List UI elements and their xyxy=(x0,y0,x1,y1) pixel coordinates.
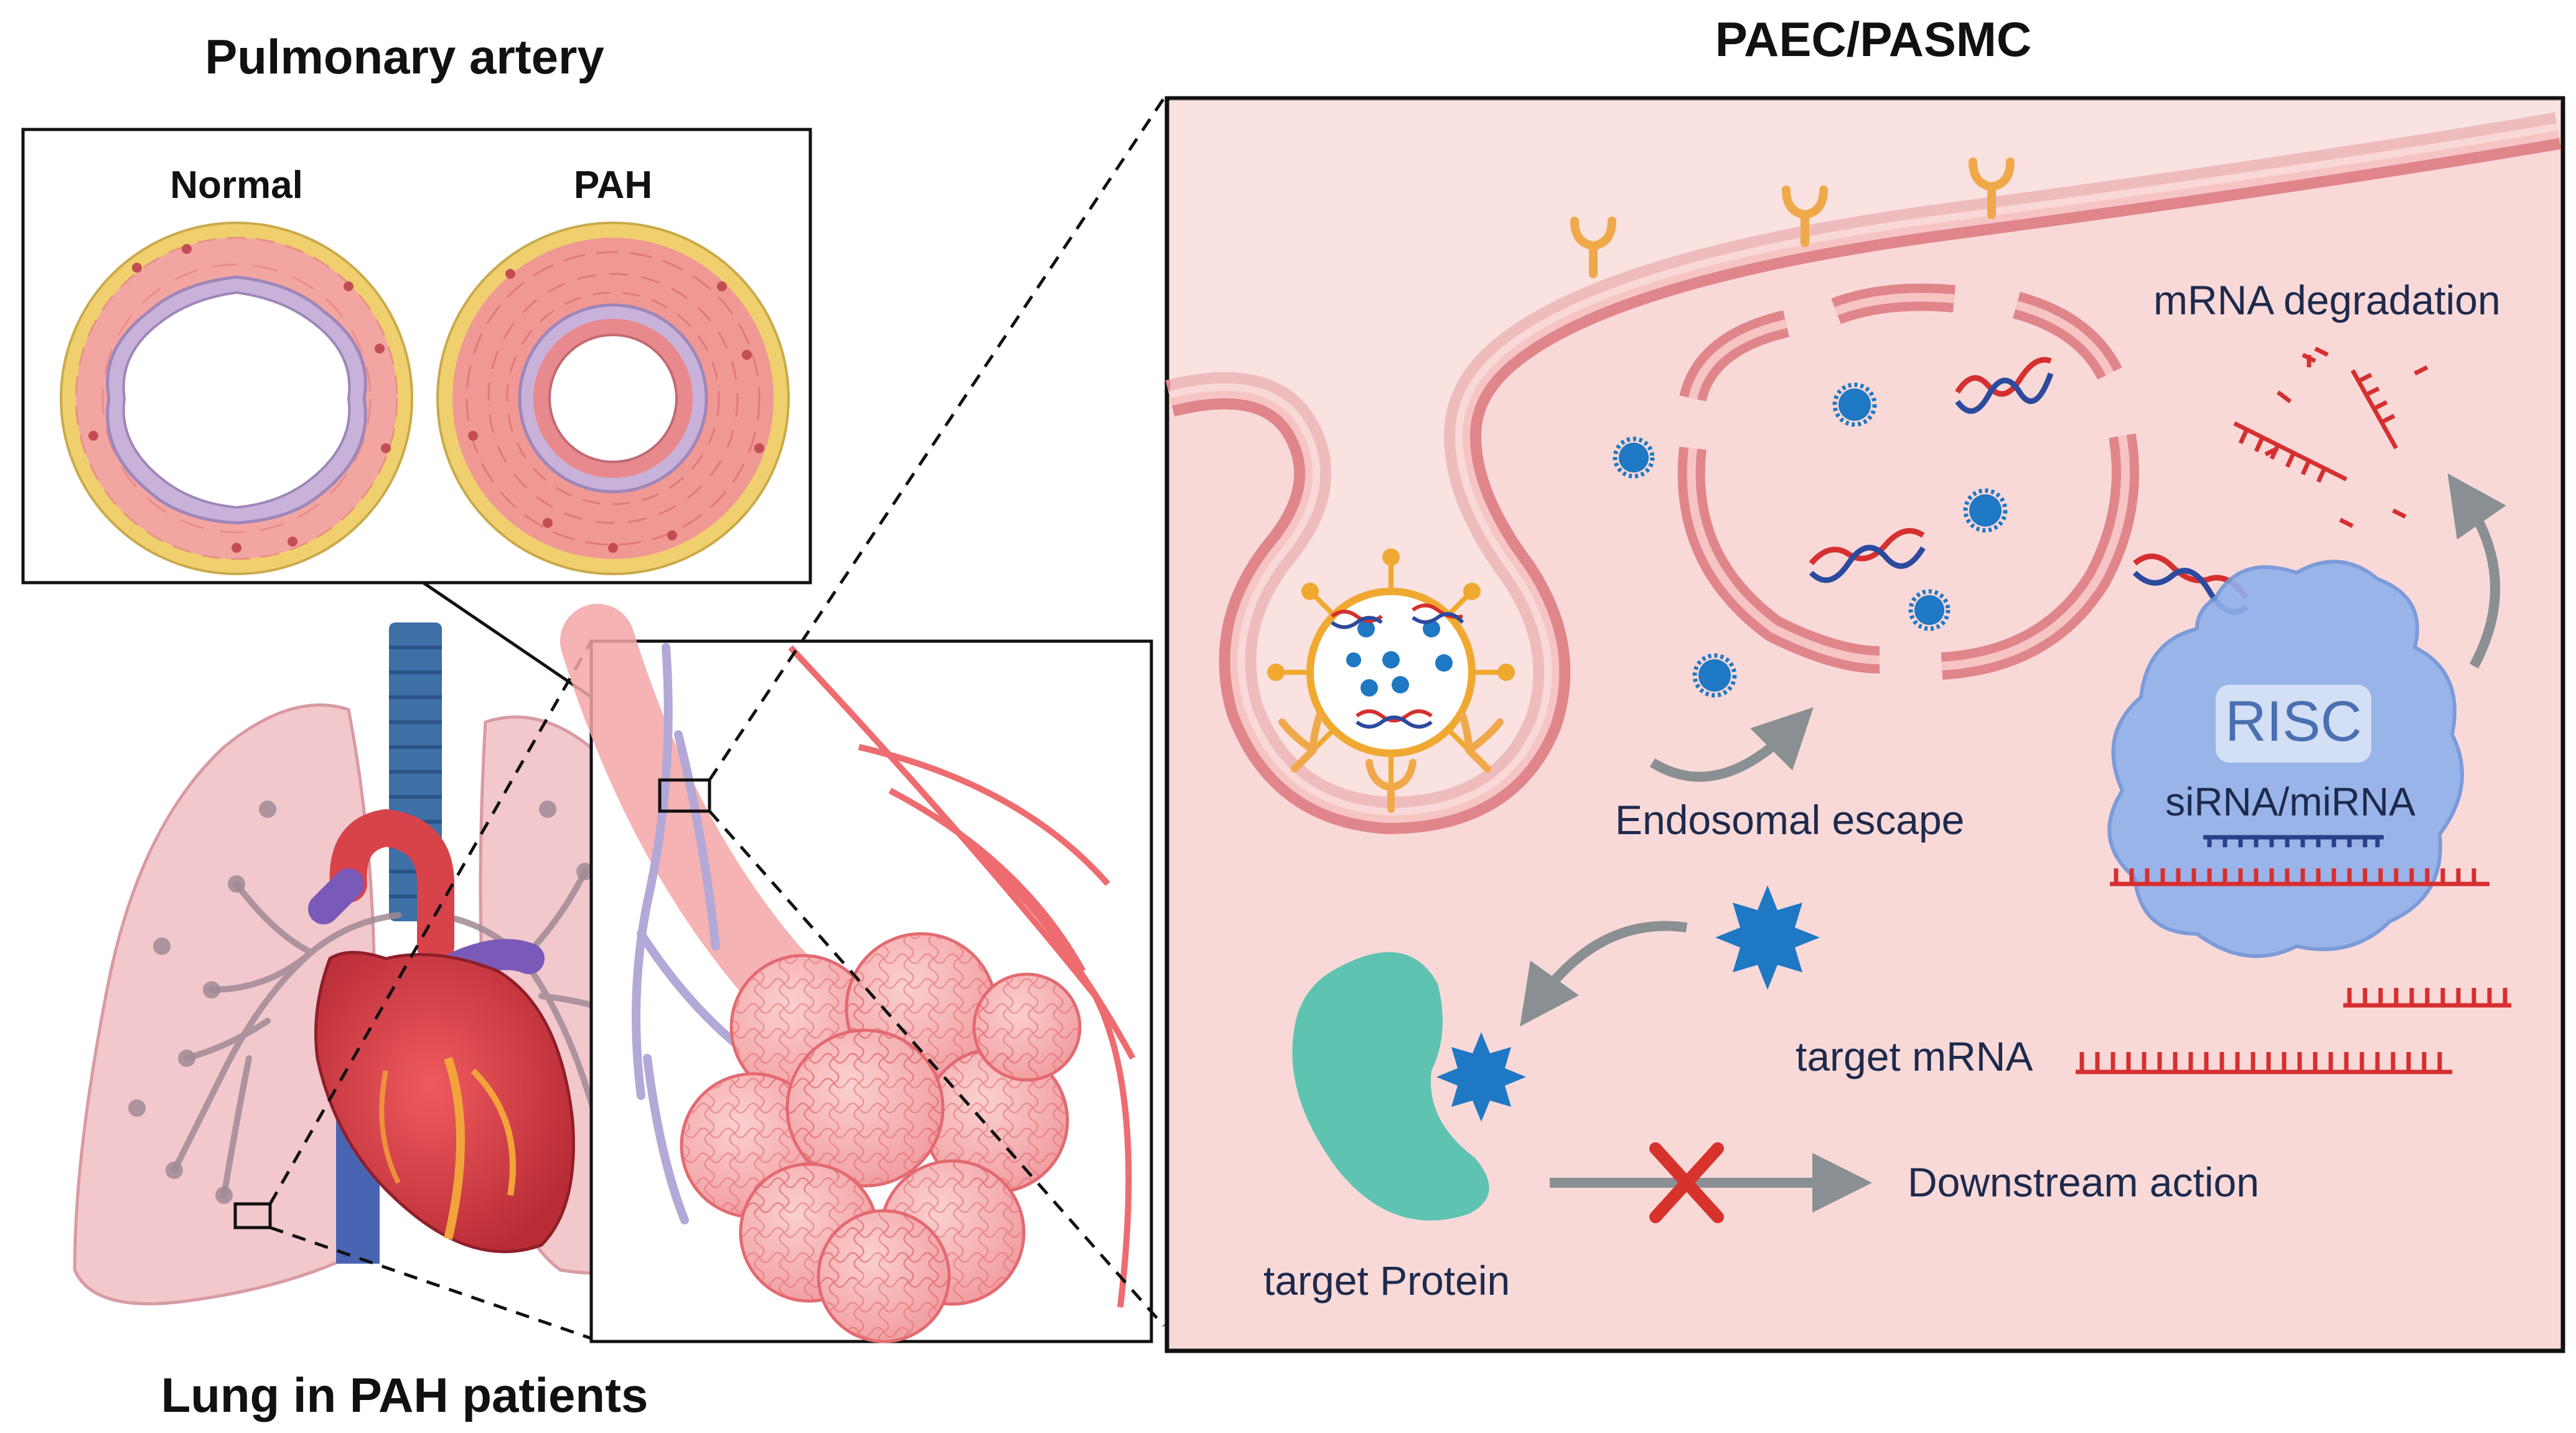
lung-zoom-dash-upper xyxy=(268,640,593,1205)
target-protein-label: target Protein xyxy=(1263,1257,1510,1304)
pah-artery-cross-section xyxy=(436,222,790,575)
mrna-degradation-label: mRNA degradation xyxy=(2153,277,2501,323)
free-sirna-star xyxy=(1715,885,1820,990)
degradation-arrow xyxy=(2447,473,2506,669)
free-mrna-right xyxy=(2343,988,2511,1008)
binding-arrow xyxy=(1520,921,1688,1027)
risc-guide-strand xyxy=(2203,835,2384,847)
degraded-mrna-fragments xyxy=(2233,346,2428,529)
target-mrna-label: target mRNA xyxy=(1796,1033,2033,1079)
endosomal-escape-arrow xyxy=(1649,707,1814,782)
lung-zoom-box xyxy=(233,1202,272,1229)
normal-artery-cross-section xyxy=(60,222,413,575)
risc-bound-mrna xyxy=(2110,868,2489,886)
lung-zoom-dash-lower xyxy=(269,1226,592,1340)
normal-label: Normal xyxy=(170,164,303,207)
risc-complex xyxy=(2107,560,2464,958)
vessel-zoom-box xyxy=(658,778,711,813)
inhibition-cross-icon xyxy=(1649,1142,1724,1223)
cell-membrane xyxy=(1165,100,2562,835)
pulmonary-artery-title: Pulmonary artery xyxy=(205,29,604,84)
nanoparticle xyxy=(1267,548,1515,813)
membrane-receptors xyxy=(1570,157,2015,278)
downstream-action-label: Downstream action xyxy=(1908,1159,2259,1205)
target-protein xyxy=(1292,952,1489,1221)
risc-label: RISC xyxy=(2225,690,2362,753)
endosomal-escape-label: Endosomal escape xyxy=(1615,797,1964,843)
alveoli-illustration xyxy=(560,604,1136,1343)
pah-label: PAH xyxy=(574,164,652,207)
vessel-zoom-dash-lower xyxy=(708,810,1165,1327)
protein-bound-sirna xyxy=(1436,1032,1526,1122)
sirna-particles xyxy=(1613,382,2008,698)
lung-caption: Lung in PAH patients xyxy=(161,1368,649,1422)
heart-illustration xyxy=(308,809,575,1264)
target-mrna-strand xyxy=(2076,1052,2452,1074)
vessel-zoom-dash-upper xyxy=(708,97,1166,781)
endosome xyxy=(1677,283,2139,680)
sirna-mirna-label: siRNA/miRNA xyxy=(2165,779,2415,824)
cell-panel-title: PAEC/PASMC xyxy=(1715,12,2032,67)
